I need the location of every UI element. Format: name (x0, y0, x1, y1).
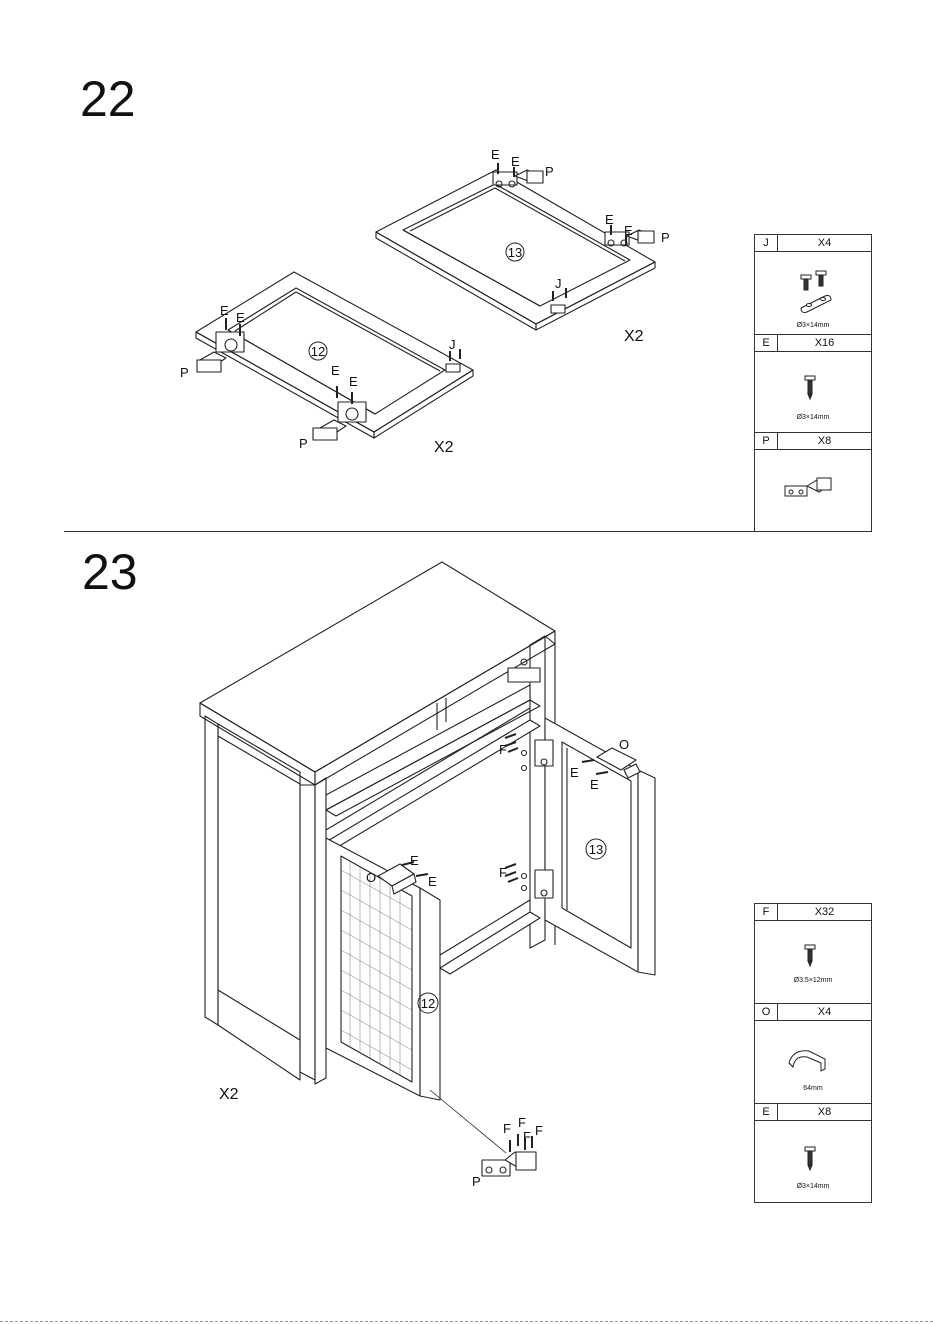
label-e: E (428, 874, 437, 889)
part-spec: Ø3.5×12mm (755, 977, 871, 984)
door-13-upper-hinge (535, 740, 553, 766)
label-f: F (503, 1121, 511, 1136)
quantity-label: X2 (624, 328, 644, 345)
label-e: E (590, 777, 599, 792)
part-f-cell: Ø3.5×12mm (755, 921, 871, 1004)
label-j: J (555, 276, 562, 291)
label-e: E (605, 212, 614, 227)
screw-icon (755, 939, 871, 979)
label-e: E (491, 147, 500, 162)
label-e: E (331, 363, 340, 378)
label-p: P (299, 436, 308, 451)
quantity-label: X2 (434, 439, 454, 456)
part-quantity: X4 (778, 235, 871, 251)
part-quantity: X8 (778, 1104, 871, 1120)
label-e: E (236, 310, 245, 325)
part-code: O (755, 1004, 778, 1020)
door-13-lower-hinge (535, 870, 553, 898)
label-e: E (624, 223, 633, 238)
door-13-label: 13 (508, 245, 522, 260)
quantity-label: X2 (219, 1086, 239, 1103)
handle-icon (755, 1035, 871, 1085)
door-12-label: 12 (421, 996, 435, 1011)
label-p: P (472, 1174, 481, 1189)
label-f: F (499, 865, 507, 880)
label-f: F (523, 1129, 531, 1144)
part-spec: Ø3×14mm (755, 1183, 871, 1190)
parts-row-header: P X8 (755, 433, 871, 450)
parts-row-header: E X8 (755, 1104, 871, 1121)
part-o-cell: 64mm (755, 1021, 871, 1104)
label-e: E (410, 853, 419, 868)
label-p: P (545, 164, 554, 179)
door-12-panel (196, 272, 473, 440)
door-12-label: 12 (311, 344, 325, 359)
parts-row-header: F X32 (755, 904, 871, 921)
label-e: E (220, 303, 229, 318)
part-code: P (755, 433, 778, 449)
label-j: J (449, 337, 456, 352)
label-f: F (518, 1115, 526, 1130)
f-screws (505, 734, 532, 1152)
label-o: O (366, 870, 376, 885)
part-j-cell: Ø3×14mm (755, 252, 871, 335)
part-quantity: X8 (778, 433, 871, 449)
part-quantity: X16 (778, 335, 871, 351)
label-e: E (570, 765, 579, 780)
screw-icon (755, 368, 871, 408)
label-f: F (499, 742, 507, 757)
part-e-cell: Ø3×14mm (755, 1121, 871, 1203)
parts-table-step22: J X4 Ø3×14mm E X16 Ø3×14mm P X8 (754, 234, 872, 532)
hinge-icon (755, 472, 871, 512)
parts-row-header: O X4 (755, 1004, 871, 1021)
page-edge (0, 1321, 933, 1323)
parts-table-step23: F X32 Ø3.5×12mm O X4 64mm E X8 (754, 903, 872, 1203)
part-code: E (755, 335, 778, 351)
part-code: E (755, 1104, 778, 1120)
part-spec: Ø3×14mm (755, 322, 871, 329)
label-e: E (511, 154, 520, 169)
part-quantity: X32 (778, 904, 871, 920)
part-quantity: X4 (778, 1004, 871, 1020)
label-p: P (180, 365, 189, 380)
label-p: P (661, 230, 670, 245)
label-f: F (535, 1123, 543, 1138)
parts-row-header: J X4 (755, 235, 871, 252)
part-e-cell: Ø3×14mm (755, 352, 871, 433)
part-spec: Ø3×14mm (755, 414, 871, 421)
parts-row-header: E X16 (755, 335, 871, 352)
part-code: J (755, 235, 778, 251)
screws-with-plate-icon (755, 262, 871, 322)
door-12-open (326, 838, 506, 1153)
door-13-label: 13 (589, 842, 603, 857)
part-p-cell (755, 450, 871, 530)
label-o: O (619, 737, 629, 752)
part-code: F (755, 904, 778, 920)
screw-icon (755, 1141, 871, 1181)
hinge-p-bottom (482, 1152, 536, 1176)
hinge-p-left-1 (197, 332, 244, 372)
part-spec: 64mm (755, 1085, 871, 1092)
label-e: E (349, 374, 358, 389)
